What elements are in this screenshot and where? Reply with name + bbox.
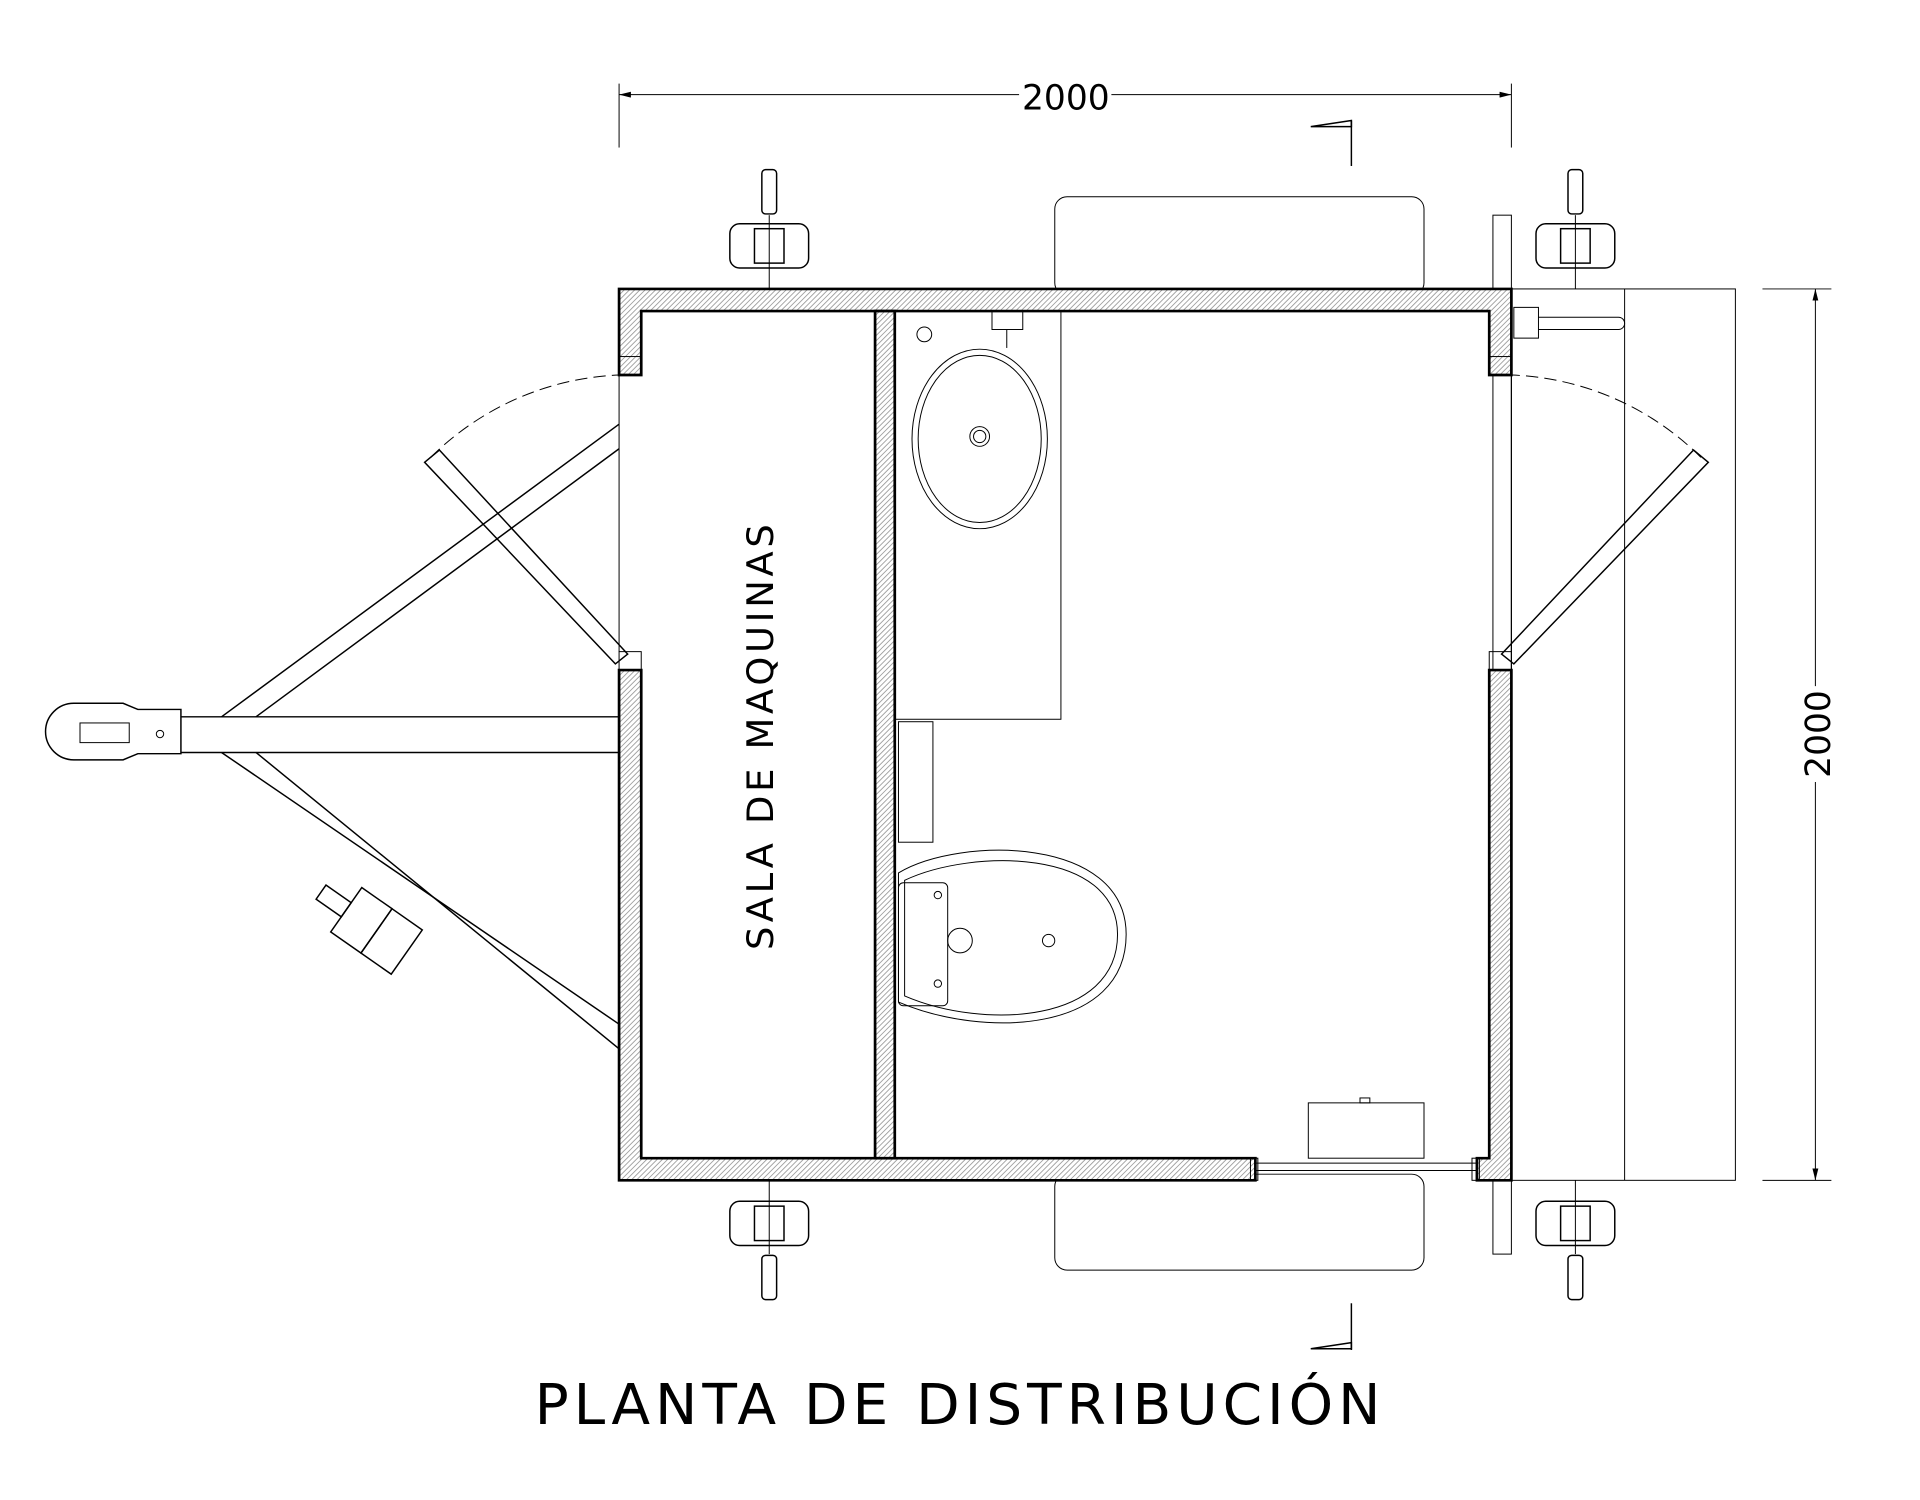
- door-right: [1500, 374, 1710, 665]
- rear-platform: [1492, 214, 1736, 1255]
- drawing-title: PLANTA DE DISTRIBUCIÓN: [535, 1370, 1386, 1438]
- wheel-fender-bottom: [1054, 1173, 1425, 1271]
- section-marker-top: [1310, 119, 1353, 166]
- sink-counter: [894, 310, 1062, 720]
- equipment-box: [1307, 1097, 1425, 1159]
- dimension-height: 2000: [1762, 288, 1839, 1181]
- stabilizer-jack-bottom-right: [1535, 1180, 1616, 1301]
- tow-bar: [44, 423, 620, 1050]
- dimension-width: 2000: [618, 78, 1512, 148]
- dimension-height-label: 2000: [1799, 690, 1839, 778]
- wheel-fender-top: [1054, 196, 1425, 296]
- stabilizer-jack-top-left: [729, 168, 810, 289]
- door-left: [423, 374, 629, 665]
- section-marker-bottom: [1310, 1303, 1353, 1350]
- room-label: SALA DE MAQUINAS: [739, 520, 782, 950]
- stabilizer-jack-bottom-left: [729, 1180, 810, 1301]
- walls: [617, 287, 1513, 1182]
- toilet: [897, 721, 1127, 1024]
- stabilizer-jack-top-right: [1535, 168, 1616, 289]
- window-bottom: [1249, 1157, 1480, 1181]
- dimension-width-label: 2000: [1022, 78, 1110, 118]
